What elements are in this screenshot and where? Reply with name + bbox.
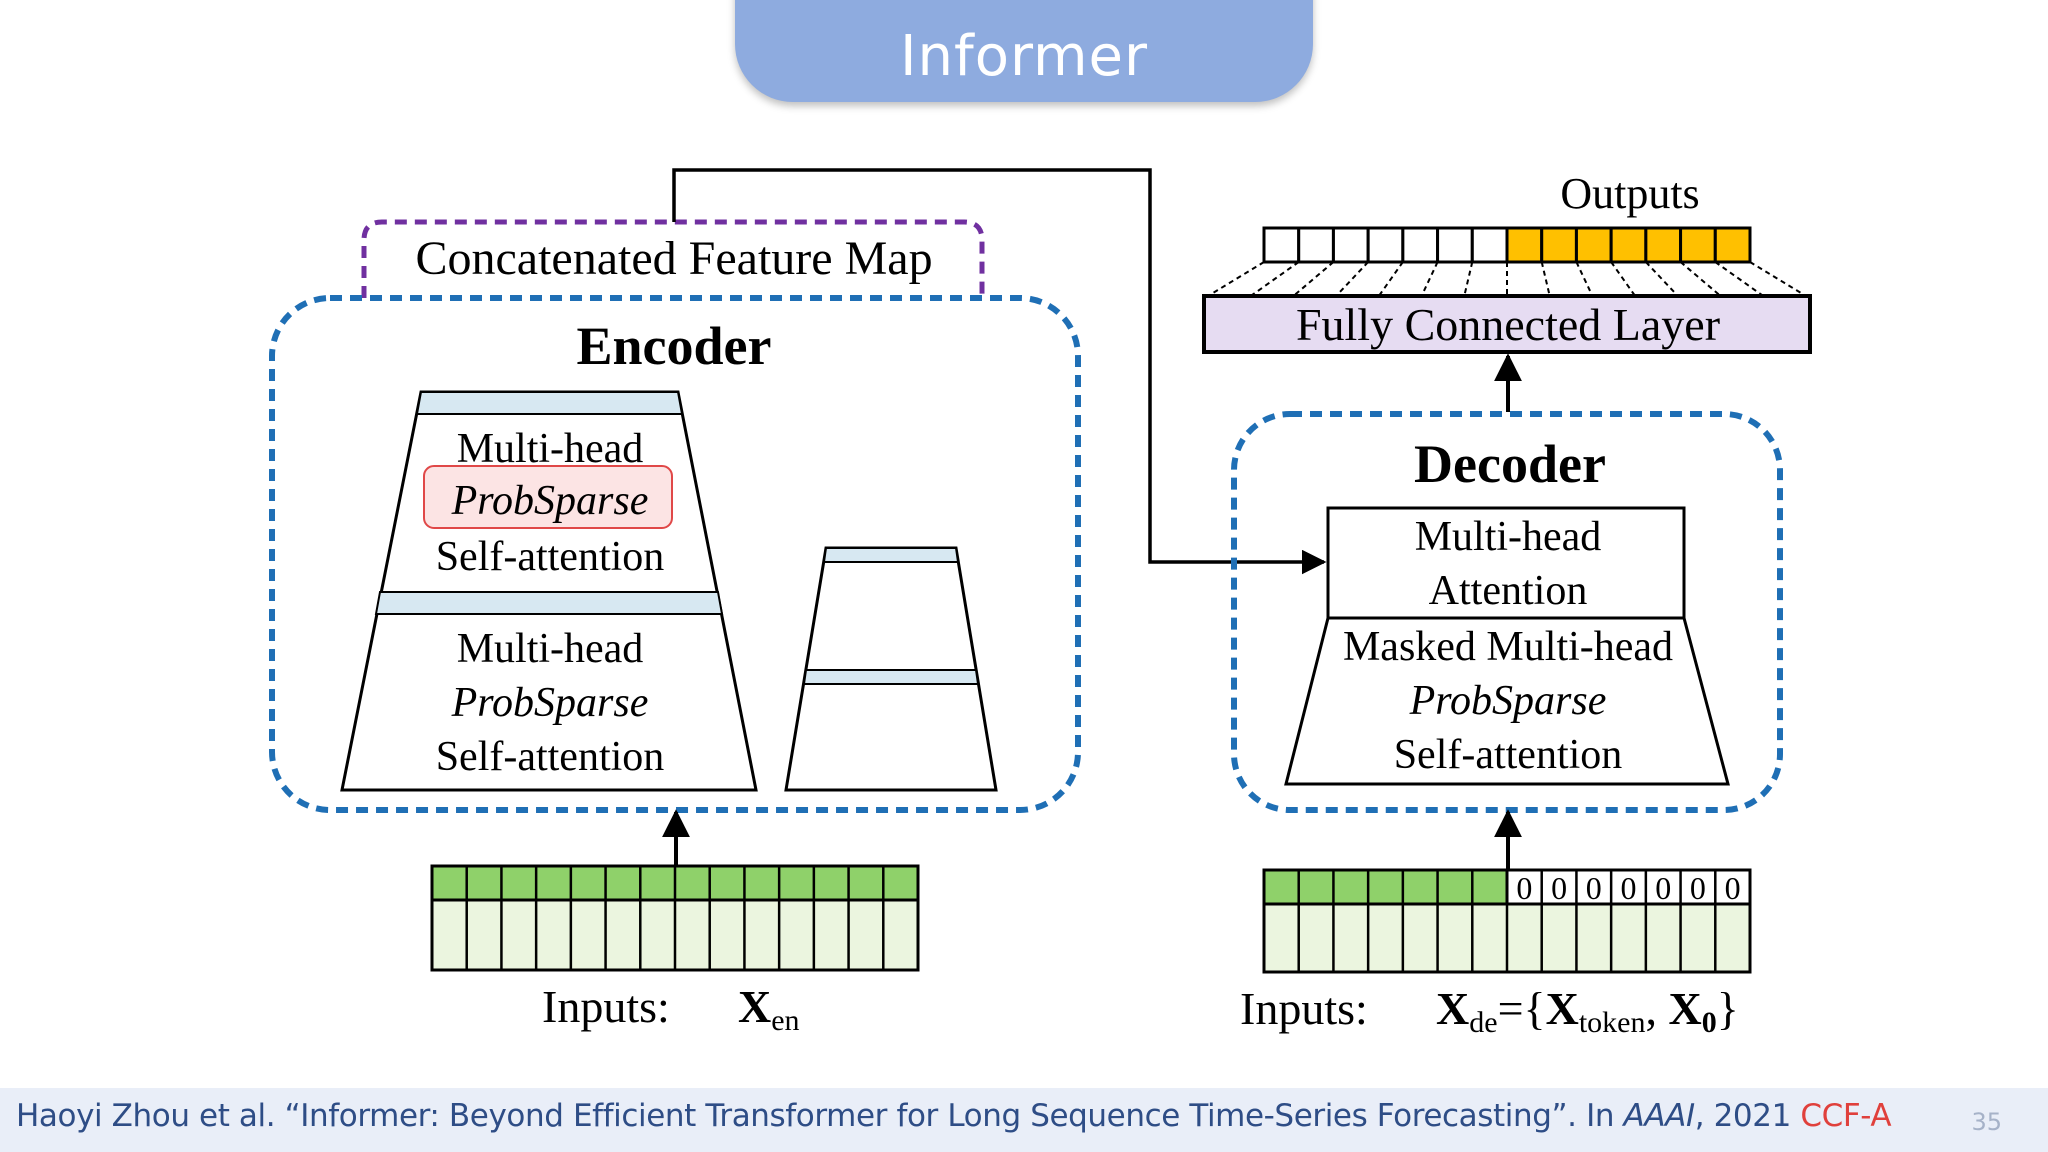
decoder-inputs-label: Inputs: (1240, 983, 1368, 1034)
zero-cell-label: 0 (1725, 870, 1741, 906)
formula-x-de: X (1436, 983, 1469, 1034)
decoder-masked-line1: Masked Multi-head (1343, 624, 1673, 670)
formula-token: token (1579, 1006, 1646, 1039)
slide-title: Informer (899, 24, 1149, 89)
encoder-small-top-stripe (822, 547, 960, 563)
encoder-inputs-label: Inputs: (542, 981, 670, 1032)
informer-diagram: Concatenated Feature Map Encoder Multi-h… (269, 168, 1812, 1039)
citation-year: , 2021 (1694, 1098, 1801, 1134)
decoder-attention-line2: Attention (1429, 568, 1588, 614)
zero-cell-label: 0 (1586, 870, 1602, 906)
zero-cell-label: 0 (1516, 870, 1532, 906)
fully-connected-label: Fully Connected Layer (1296, 299, 1720, 350)
zero-cell-label: 0 (1690, 870, 1706, 906)
encoder-small-middle-stripe (802, 669, 980, 685)
formula-zero: 0 (1702, 1006, 1717, 1039)
encoder-input-sub: en (771, 1004, 799, 1037)
fully-connected-layer (1202, 294, 1812, 354)
output-cell (1331, 226, 1370, 264)
encoder-top-line3: Self-attention (436, 534, 665, 580)
zero-cell-label: 0 (1621, 870, 1637, 906)
citation-main: Haoyi Zhou et al. “Informer: Beyond Effi… (16, 1098, 1624, 1134)
encoder-container (269, 295, 1081, 813)
encoder-input-x: X (738, 981, 771, 1032)
encoder-input-variable: Xen (738, 981, 800, 1037)
encoder-top-line1: Multi-head (457, 426, 644, 472)
encoder-input-grid (430, 864, 920, 972)
encoder-bottom-line3: Self-attention (436, 734, 665, 780)
page-number: 35 (1971, 1108, 2002, 1136)
output-cell (1609, 226, 1648, 264)
output-cell (1262, 226, 1301, 264)
formula-de: de (1469, 1006, 1497, 1039)
output-cell (1644, 226, 1683, 264)
concat-feature-map-label: Concatenated Feature Map (415, 232, 932, 285)
output-cell (1297, 226, 1335, 264)
concat-to-decoder-arrow (672, 168, 1327, 575)
formula-comma: , (1645, 983, 1668, 1034)
output-cell (1713, 226, 1752, 264)
decoder-attention-box (1326, 506, 1686, 620)
output-cell (1436, 226, 1474, 264)
encoder-top-stripe (415, 391, 684, 415)
decoder-masked-layer (1284, 616, 1730, 786)
output-cell (1505, 226, 1544, 264)
probsparse-highlight (423, 465, 673, 529)
title-tab: Informer (735, 0, 1313, 102)
output-cell (1470, 226, 1509, 264)
decoder-attention-line1: Multi-head (1415, 514, 1602, 560)
decoder-masked-line2: ProbSparse (1409, 678, 1607, 724)
decoder-input-formula: Xde={Xtoken, X0} (1436, 983, 1739, 1039)
concat-feature-map-box (361, 219, 985, 298)
citation-venue: AAAI (1623, 1098, 1696, 1134)
citation-rank: CCF-A (1800, 1098, 1892, 1134)
output-cell (1366, 226, 1405, 264)
decoder-title: Decoder (1414, 434, 1606, 494)
formula-close: } (1717, 983, 1739, 1034)
outputs-label: Outputs (1560, 169, 1699, 218)
formula-x-zero: X (1668, 983, 1701, 1034)
encoder-title: Encoder (577, 316, 772, 376)
output-cells (1262, 226, 1752, 264)
formula-eq: ={ (1498, 983, 1546, 1034)
output-cell (1574, 226, 1613, 264)
output-cell (1679, 226, 1717, 264)
encoder-top-line2: ProbSparse (451, 478, 649, 524)
zero-cell-label: 0 (1551, 870, 1567, 906)
zero-cell-label: 0 (1655, 870, 1671, 906)
encoder-bottom-line1: Multi-head (457, 626, 644, 672)
decoder-masked-line3: Self-attention (1394, 732, 1623, 778)
citation-text: Haoyi Zhou et al. “Informer: Beyond Effi… (16, 1098, 1892, 1134)
output-connectors (1207, 261, 1807, 297)
output-cell (1401, 226, 1440, 264)
encoder-middle-stripe (374, 591, 724, 615)
output-cell (1540, 226, 1578, 264)
formula-x-token: X (1546, 983, 1579, 1034)
citation-footer: Haoyi Zhou et al. “Informer: Beyond Effi… (0, 1088, 2048, 1152)
encoder-bottom-line2: ProbSparse (451, 680, 649, 726)
